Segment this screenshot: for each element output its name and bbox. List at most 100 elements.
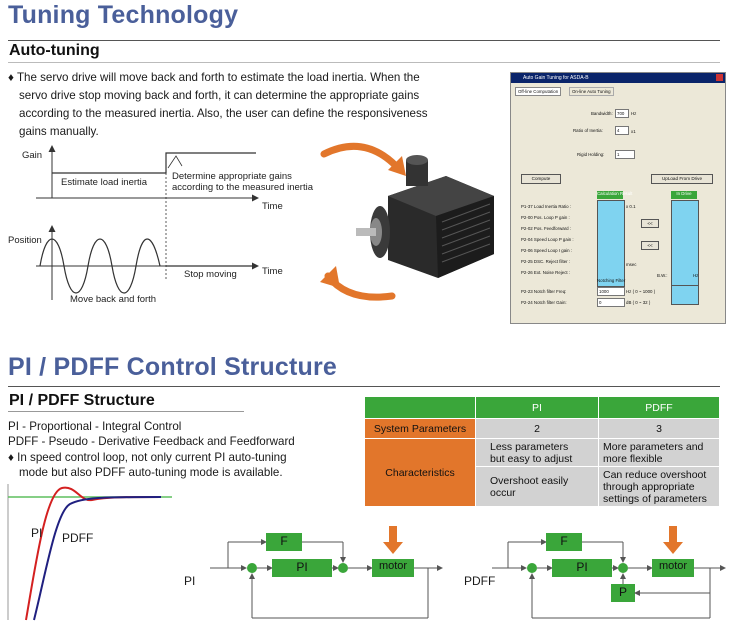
position-x-label: Time	[262, 266, 283, 277]
notch-gain-range: dB ( 0 ~ 32 )	[626, 300, 651, 305]
para-line-1: The servo drive will move back and forth…	[16, 71, 420, 84]
pi-response-curve	[25, 486, 162, 621]
calc-result-header: Calculation Result	[597, 191, 632, 199]
upload-from-drive-button[interactable]: UpLoad From Drive	[651, 174, 713, 184]
position-y-label: Position	[8, 235, 42, 246]
copy-to-drive-button-2[interactable]: <<	[641, 241, 659, 250]
motor-shaft	[356, 228, 376, 236]
bandwidth-label: Bandwidth:	[591, 111, 613, 116]
param-p2-06: P2-06 Speed Loop I gain :	[521, 248, 573, 253]
para-line-3: according to the measured inertia. Also,…	[19, 107, 428, 120]
pdff-curve-label: PDFF	[62, 531, 94, 545]
pdff-sum-node-2	[618, 563, 628, 573]
control-block-diagrams	[210, 526, 726, 619]
pi-f-block	[266, 533, 302, 551]
section1-top-rule	[8, 40, 720, 41]
pdff-f-block	[546, 533, 582, 551]
auto-gain-tuning-window: Auto Gain Tuning for ASDA-B Off-line Com…	[510, 72, 726, 324]
pi-sum-node-2	[338, 563, 348, 573]
step-response-plot	[7, 484, 172, 621]
table-header-blank	[364, 396, 476, 419]
bullet-glyph: ♦	[8, 71, 14, 84]
multiplier-label: x 0.1	[626, 204, 636, 209]
in-drive-header: In Drive	[671, 191, 697, 199]
inertia-ratio-unit: x1	[631, 129, 636, 134]
move-back-forth-label: Move back and forth	[70, 294, 157, 305]
cell-pdff-char-b-3: settings of parameters	[603, 492, 707, 505]
pdff-motor-label: motor	[658, 560, 688, 572]
msec-label: msec	[626, 262, 637, 267]
cell-pdff-params: 3	[598, 418, 720, 439]
pdff-pi-block	[552, 559, 612, 577]
stop-moving-label: Stop moving	[184, 269, 237, 280]
section1-subtitle: Auto-tuning	[9, 42, 100, 59]
rotate-arrow-bottom-head	[320, 266, 340, 288]
section1-bottom-rule	[8, 62, 720, 63]
pi-pdff-comparison-table: PI PDFF System Parameters 2 3 Characteri…	[364, 396, 720, 507]
pdff-block-diagram	[492, 526, 726, 619]
calc-result-column	[597, 200, 625, 287]
notch-in-drive	[671, 285, 699, 305]
bandwidth-input[interactable]: 700	[617, 111, 625, 116]
gain-pointer	[167, 155, 183, 169]
param-p2-00: P2-00 Pos. Loop P gain :	[521, 215, 570, 220]
pdff-input-label: PDFF	[464, 574, 496, 588]
tuning-diagram	[36, 145, 259, 300]
pi-pi-block	[272, 559, 332, 577]
tab-offline[interactable]: Off-line Computation	[515, 87, 562, 96]
param-p2-02: P2-02 Pos. Feedforward :	[521, 226, 572, 231]
pi-input-label: PI	[184, 574, 196, 588]
section2-subtitle: PI / PDFF Structure	[9, 392, 155, 409]
rigid-holding-label: Rigid Holding:	[577, 152, 605, 157]
cell-pi-char-a-1: Less parameters	[490, 440, 569, 453]
pdff-sum-node-1	[527, 563, 537, 573]
cell-pi-char-b-1: Overshoot easily	[490, 474, 569, 487]
notch-gain-label: P2-24 Notch filter Gain:	[521, 300, 567, 305]
row-system-parameters: System Parameters	[364, 418, 476, 439]
pdff-definition: PDFF - Pseudo - Derivative Feedback and …	[8, 435, 295, 448]
gain-y-label: Gain	[22, 150, 43, 161]
pi-block-diagram	[210, 526, 443, 619]
notch-freq-range: Hz ( 0 ~ 1000 )	[626, 289, 656, 294]
window-titlebar: Auto Gain Tuning for ASDA-B	[511, 73, 725, 83]
inertia-ratio-input[interactable]: 4	[617, 128, 620, 133]
bandwidth-unit: Hz	[631, 111, 637, 116]
compute-button[interactable]: Compute	[521, 174, 561, 184]
bw-label: B.W.:	[657, 273, 668, 278]
sine-wave	[39, 238, 161, 294]
pdff-f-label: F	[560, 534, 568, 548]
param-p1-37: P1-37 Load Inertia Ratio :	[521, 204, 572, 209]
param-p2-25: P2-25 DSC. Reject filter :	[521, 259, 571, 264]
pi-motor-block	[372, 559, 414, 577]
pdff-load-arrow	[663, 526, 683, 554]
auto-tuning-paragraph: ♦ The servo drive will move back and for…	[8, 69, 503, 141]
section2-top-rule	[8, 386, 720, 387]
cell-pdff-char-a-1: More parameters and	[603, 440, 704, 453]
in-drive-column	[671, 200, 699, 287]
notch-gain-input[interactable]: 0	[599, 300, 602, 305]
notch-freq-input[interactable]: 1000	[599, 289, 609, 294]
motor-connector	[406, 160, 428, 186]
cell-pdff-char-b-2: through appropriate	[603, 480, 695, 493]
pi-pi-label: PI	[296, 560, 308, 574]
window-close-icon[interactable]	[716, 74, 723, 81]
pdff-p-block	[611, 584, 635, 602]
table-header-pdff: PDFF	[598, 396, 720, 419]
rotate-arrow-top	[320, 142, 400, 170]
pdff-response-curve	[33, 496, 162, 621]
tab-online[interactable]: On-line Auto Tuning	[569, 87, 614, 96]
section2-sub-rule	[8, 411, 244, 412]
notch-freq-label: P2-23 Notch filter Freq:	[521, 289, 567, 294]
copy-to-drive-button-1[interactable]: <<	[641, 219, 659, 228]
rigid-holding-select[interactable]: 1	[617, 152, 620, 157]
gain-step-line	[52, 152, 256, 174]
cell-pi-params: 2	[475, 418, 599, 439]
cell-pi-char-a-2: but easy to adjust	[490, 452, 573, 465]
cell-pdff-char-b-1: Can reduce overshoot	[603, 468, 707, 481]
pi-motor-label: motor	[378, 560, 408, 572]
param-p2-26: P2-26 Ext. Noise Reject :	[521, 270, 571, 275]
notch-filter-header: Notching Filter	[597, 278, 626, 283]
row-characteristics: Characteristics	[364, 438, 476, 507]
pdff-p-label: P	[618, 585, 627, 599]
section2-title: PI / PDFF Control Structure	[8, 353, 338, 381]
